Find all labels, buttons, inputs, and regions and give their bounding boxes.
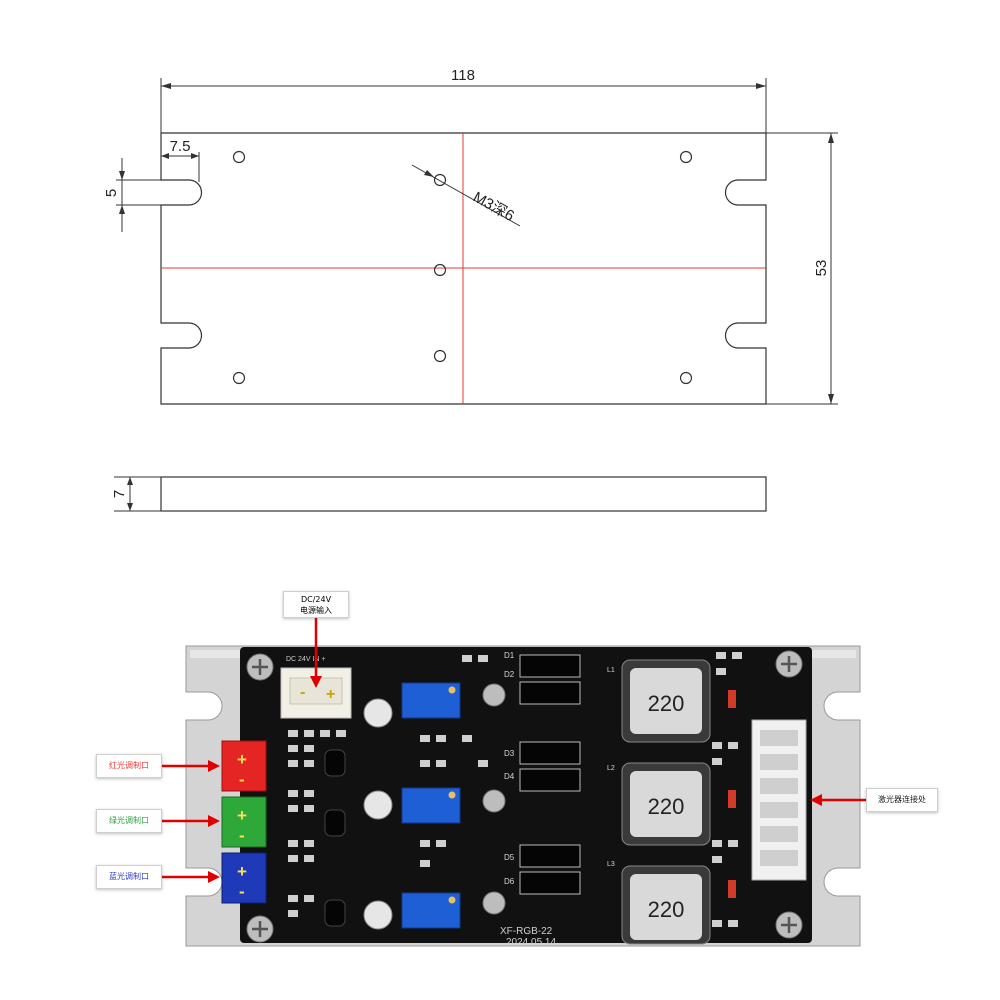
inductor-ref: L2: [607, 765, 615, 772]
blue-mod-connector: [221, 852, 267, 904]
arrowhead: [127, 503, 133, 511]
arrowhead: [810, 794, 822, 806]
arrowhead: [119, 205, 125, 214]
green-mod-connector: [221, 796, 267, 848]
red-mod-callout: 红光调制口: [96, 754, 162, 778]
plate-side-view: [160, 476, 767, 512]
diode-ref: D6: [504, 877, 515, 886]
blue-minus: -: [239, 882, 245, 901]
arrowhead: [208, 871, 220, 883]
board-date-silkscreen: 2024 05 14: [506, 937, 556, 948]
height-dimension-label: 53: [813, 260, 830, 277]
hole-spec-label: M3深6: [470, 189, 517, 225]
inductor-value: 220: [648, 897, 685, 922]
mount-hole: [679, 371, 693, 385]
green-mod-label: 绿光调制口: [109, 816, 149, 825]
arrowhead: [424, 170, 434, 177]
laser-conn-label: 激光器连接处: [878, 795, 926, 804]
laser-conn-callout: 激光器连接处: [866, 788, 938, 812]
mount-hole: [433, 263, 447, 277]
blue-mod-callout: 蓝光调制口: [96, 865, 162, 889]
arrowhead: [828, 394, 834, 404]
smd-components: [288, 652, 742, 927]
diode-ref: D5: [504, 853, 515, 862]
arrowhead: [208, 815, 220, 827]
power-input-callout: DC/24V 电源输入: [283, 591, 349, 618]
arrowhead: [161, 83, 171, 89]
diode-ref: D3: [504, 749, 515, 758]
screw-cross: [252, 921, 268, 937]
arrowhead: [208, 760, 220, 772]
pot-screw: [448, 791, 456, 799]
screw-cross: [781, 917, 797, 933]
green-minus: -: [239, 826, 245, 845]
smd-diode: [728, 690, 736, 708]
capacitor: [363, 900, 393, 930]
inductor-value: 220: [648, 794, 685, 819]
screw-icon: [482, 789, 506, 813]
arrowhead: [161, 153, 169, 159]
transistor: [324, 809, 346, 837]
board-model-silkscreen: XF-RGB-22: [500, 926, 553, 937]
red-mod-connector: [221, 740, 267, 792]
pot-screw: [448, 686, 456, 694]
driver-board-photo: - + DC 24V IN + + - + - + -: [185, 645, 861, 948]
arrowhead: [191, 153, 199, 159]
arrowhead: [756, 83, 766, 89]
arrowhead: [119, 171, 125, 180]
power-connector-silkscreen: DC 24V IN +: [286, 656, 326, 663]
green-mod-callout: 绿光调制口: [96, 809, 162, 833]
laser-connector-pins: [760, 730, 798, 866]
power-input-line1: DC/24V: [300, 595, 332, 604]
screw-cross: [781, 656, 797, 672]
width-dimension-label: 118: [451, 67, 475, 84]
inductor: [630, 668, 702, 734]
mount-hole: [433, 173, 447, 187]
power-plus: +: [326, 686, 335, 703]
slot-offset-dimension-label: 7.5: [170, 138, 191, 155]
thickness-dimension-label: 7: [111, 490, 128, 498]
inductor-ref: L1: [607, 667, 615, 674]
power-input-line2: 电源输入: [300, 606, 332, 615]
arrowhead: [828, 133, 834, 143]
pot-screw: [448, 896, 456, 904]
transistor: [324, 749, 346, 777]
inductor: [630, 771, 702, 837]
inductor-value: 220: [648, 691, 685, 716]
screw-icon: [482, 683, 506, 707]
capacitor: [363, 698, 393, 728]
arrowhead: [127, 477, 133, 485]
inductor-ref: L3: [607, 861, 615, 868]
green-plus: +: [237, 806, 247, 825]
smd-diode: [728, 790, 736, 808]
arrowhead: [310, 676, 322, 688]
mount-hole: [232, 150, 246, 164]
mount-hole: [679, 150, 693, 164]
diode-ref: D4: [504, 772, 515, 781]
diode-ref: D2: [504, 670, 515, 679]
mount-hole: [433, 349, 447, 363]
blue-mod-label: 蓝光调制口: [109, 872, 149, 881]
smd-diode: [728, 880, 736, 898]
blue-plus: +: [237, 862, 247, 881]
inductor: [630, 874, 702, 940]
slot-width-dimension-label: 5: [103, 189, 120, 197]
red-mod-label: 红光调制口: [109, 761, 149, 770]
diode-blocks: [519, 654, 581, 895]
diode-ref: D1: [504, 651, 515, 660]
capacitor: [363, 790, 393, 820]
red-minus: -: [239, 770, 245, 789]
screw-cross: [252, 659, 268, 675]
red-plus: +: [237, 750, 247, 769]
screw-icon: [482, 891, 506, 915]
transistor: [324, 899, 346, 927]
power-minus: -: [300, 684, 305, 701]
mount-hole: [232, 371, 246, 385]
